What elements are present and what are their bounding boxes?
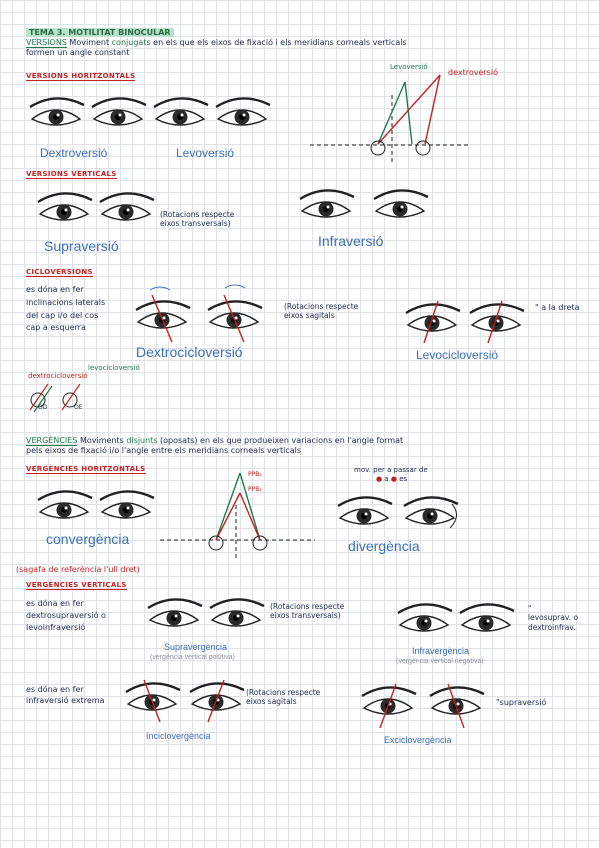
supravergencia-eyes [146, 598, 266, 628]
reference-note: (sagafa de referència l'ull dret) [16, 565, 140, 574]
infravergencia-subcaption: (vergència vertical negativa) [396, 658, 484, 665]
vergencies-horizontal-header: VERGÈNCIES HORITZONTALS [26, 465, 146, 474]
dextroversio-eyes [28, 97, 148, 127]
exciclovergencia-caption: Exciclovergència [384, 735, 452, 745]
ppb1-label: PPB₁ [248, 486, 262, 493]
infraversio-eyes [298, 189, 430, 219]
levoversio-eyes [152, 97, 272, 127]
inciclovergencia-eyes [124, 679, 246, 723]
versions-horizontal-header: VERSIONS HORITZONTALS [26, 72, 136, 81]
exciclovergencia-eyes [360, 683, 486, 729]
vergencies-vertical-header: VERGÈNCIES VERTICALS [26, 581, 127, 590]
divergencia-caption: divergència [348, 538, 420, 554]
supraversio-eyes [36, 192, 156, 222]
vergencies-rotation-note: (Rotacions respecte eixos transversals) [270, 602, 345, 621]
cicloversions-right-note: " a la dreta [535, 303, 580, 312]
infraversio-caption: Infraversió [318, 233, 384, 249]
cicloversions-rotation-note: (Rotacions respecte eixos sagitals [284, 302, 359, 321]
versions-rotation-note: (Rotacions respecte eixos transversals) [160, 210, 235, 229]
ppb2-label: PPB₂ [248, 471, 262, 478]
divergencia-eyes [336, 496, 460, 529]
supraversio-caption: Supraversió [44, 238, 119, 254]
vergencies-vertical-description: es dóna en fer dextrosupraversió o levoi… [26, 599, 106, 632]
diagram-levoversio-label: Levoversió [390, 63, 428, 71]
vergencies-definition: VERGÈNCIES Moviments disjunts (oposats) … [26, 436, 404, 455]
convergencia-caption: convergència [46, 531, 130, 547]
diagram-dextroversio-label: dextroversió [448, 68, 498, 77]
inciclovergencia-caption: Inciclovergència [146, 731, 211, 741]
extreme-infraversion-note: es dóna en fer infraversió extrema [26, 685, 105, 706]
supravergencia-subcaption: (vergència vertical positiva) [150, 654, 235, 661]
dextrocicloversio-eyes [134, 284, 264, 343]
versions-diagram [310, 74, 470, 165]
mov-note: mov. per a passar de ● a ● es [354, 466, 428, 483]
supravergencia-caption: Supravergència [164, 642, 228, 652]
vergencies-right-note: " levosuprav. o dextroinfrav. [528, 604, 579, 632]
versions-definition: VERSIONS Moviment conjugats en els que e… [26, 38, 407, 57]
levocicloversio-label: levocicloversió [88, 364, 140, 372]
levocicloversio-caption: Levocicloversió [416, 348, 499, 362]
od-label: OD [38, 404, 48, 411]
infravergencia-caption: Infravergència [412, 646, 470, 656]
levocicloversio-eyes [404, 300, 526, 344]
oe-label: OE [74, 404, 83, 411]
dextroversio-caption: Dextroversió [40, 146, 108, 160]
versions-vertical-header: VERSIONS VERTICALS [26, 170, 117, 179]
vergencies-label: VERGÈNCIES [26, 436, 78, 446]
levoversio-caption: Levoversió [176, 146, 235, 160]
vergencies-sagittal-note: (Rotacions respecte eixos sagitals [246, 688, 321, 707]
vergencies-diagram [160, 472, 315, 560]
dextrocicloversio-caption: Dextrocicloversió [136, 344, 243, 360]
ciclo-small-diagram [29, 383, 81, 413]
cicloversions-header: CICLOVERSIONS [26, 268, 93, 277]
page-title: TEMA 3. MOTILITAT BINOCULAR [26, 20, 174, 39]
infravergencia-eyes [396, 603, 516, 633]
convergencia-eyes [36, 490, 156, 520]
cicloversions-description: es dóna en fer inclinacions laterals del… [26, 285, 106, 333]
supraversio-right-note: "supraversió [496, 698, 547, 707]
versions-label: VERSIONS [26, 38, 67, 48]
dextrocicloversio-label: dextrocicloversió [28, 372, 88, 380]
